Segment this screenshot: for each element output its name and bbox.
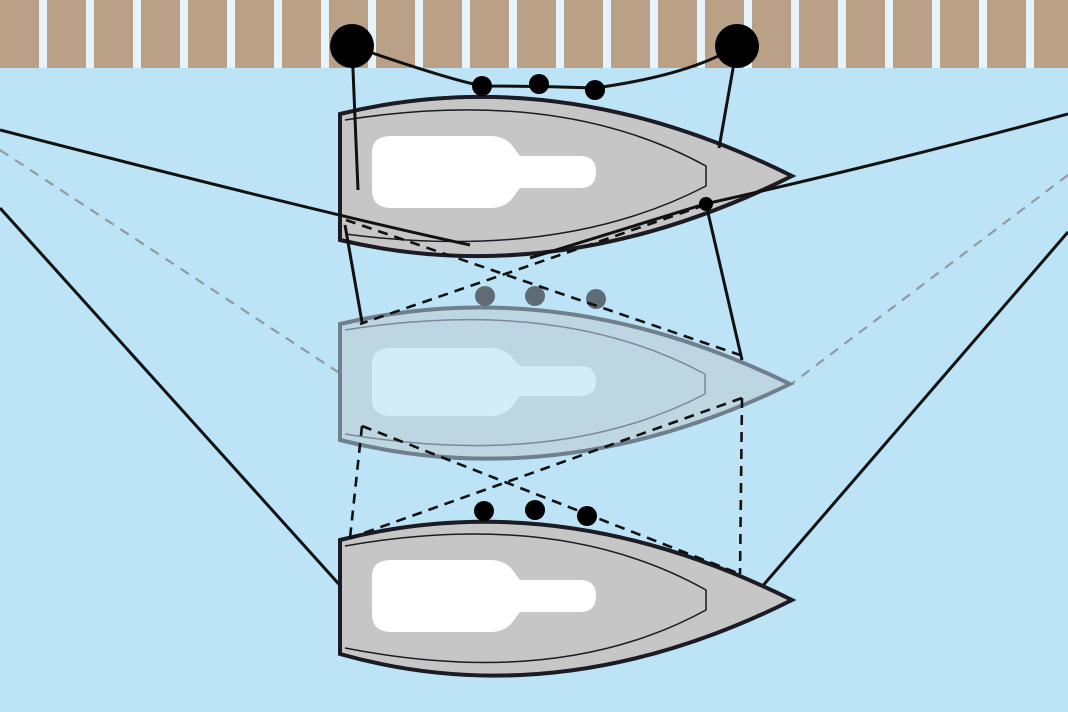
cleat-icon — [330, 24, 374, 68]
cockpit-top — [372, 136, 596, 208]
dock-plank — [470, 0, 509, 68]
long-line-top — [0, 128, 471, 247]
dock-plank — [0, 0, 39, 68]
stern-line-bottom — [0, 206, 357, 604]
dock-plank — [564, 0, 603, 68]
dock-plank — [1034, 0, 1068, 68]
dock-plank — [987, 0, 1026, 68]
dock-plank — [376, 0, 415, 68]
spring-line-solid — [343, 224, 364, 323]
dashed-spring-lines — [345, 203, 744, 576]
breast-line — [348, 425, 364, 539]
faded-line-right — [789, 174, 1068, 386]
dock-plank — [752, 0, 791, 68]
dock-planks — [0, 0, 1068, 68]
breast-line — [738, 397, 744, 575]
fender-icon — [475, 286, 495, 306]
faded-line-left — [0, 149, 351, 381]
dock-plank — [940, 0, 979, 68]
dock-plank — [658, 0, 697, 68]
fairlead-icon — [699, 197, 713, 211]
dock-plank — [517, 0, 556, 68]
fender-icon — [529, 74, 549, 94]
fender-icon — [577, 506, 597, 526]
dock-plank — [188, 0, 227, 68]
cockpit-bottom — [372, 560, 596, 632]
boat-bottom — [338, 519, 797, 678]
spring-line — [359, 203, 706, 326]
dock-plank — [235, 0, 274, 68]
spring-line — [345, 218, 741, 357]
dock-plank — [799, 0, 838, 68]
fenders-top — [472, 74, 605, 100]
bow-line-bottom — [733, 231, 1068, 619]
dock — [0, 0, 1068, 68]
cockpit-middle — [372, 348, 596, 416]
spring-line — [349, 396, 743, 540]
boat-top — [338, 94, 797, 259]
dock-plank — [423, 0, 462, 68]
dock-plank — [47, 0, 86, 68]
dock-plank — [282, 0, 321, 68]
cleat-icon — [715, 24, 759, 68]
dock-plank — [846, 0, 885, 68]
fender-icon — [474, 501, 494, 521]
stern-line-top — [350, 45, 360, 191]
deck-line-bottom — [344, 533, 707, 664]
dock-plank — [94, 0, 133, 68]
dock-plank — [893, 0, 932, 68]
long-line-top-continued — [529, 112, 1068, 260]
dock-plank — [141, 0, 180, 68]
fender-icon — [525, 286, 545, 306]
faded-spring-lines — [0, 149, 1068, 386]
fender-icon — [472, 76, 492, 96]
deck-line-middle — [344, 318, 706, 447]
fenders-bottom — [474, 500, 597, 526]
dock-plank — [611, 0, 650, 68]
spring-line-solid — [704, 203, 744, 361]
bottom-boat-lines — [0, 206, 1068, 619]
deck-line-top — [344, 109, 707, 243]
dock-cleats — [330, 24, 759, 68]
fender-icon — [585, 80, 605, 100]
fender-icon — [525, 500, 545, 520]
